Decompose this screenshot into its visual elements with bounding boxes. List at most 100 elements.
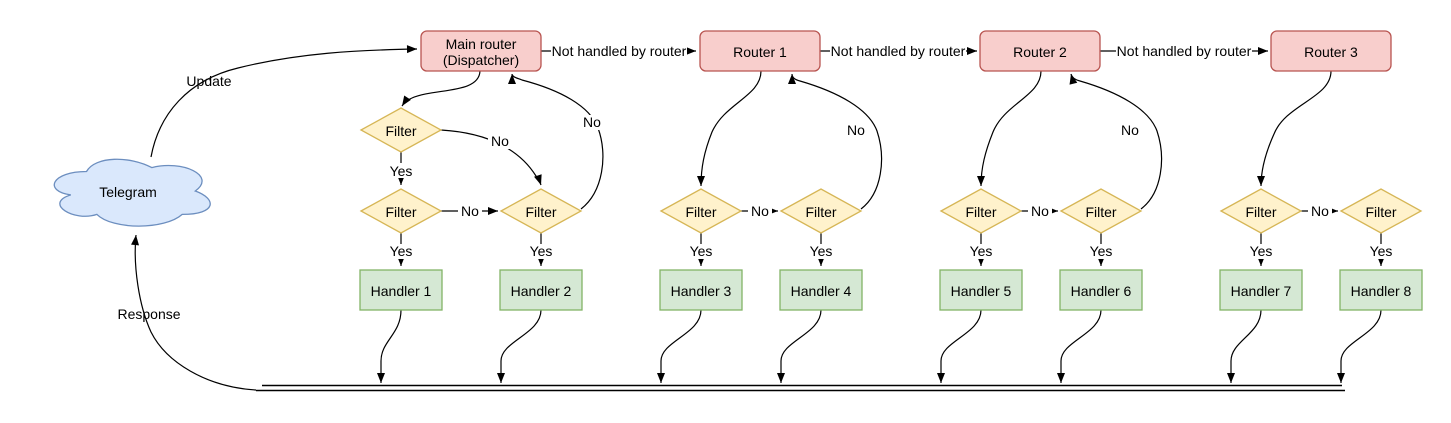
filter-diamond-router1-left (659, 188, 743, 234)
not-handled-text: Not handled by router (552, 43, 687, 59)
router-3-label: Router 3 (1304, 44, 1358, 60)
node-router-1 (699, 30, 821, 72)
handler-5-label: Handler 5 (951, 283, 1012, 299)
node-handler-7 (1219, 269, 1303, 311)
router-1-label: Router 1 (733, 44, 787, 60)
handler-4-label: Handler 4 (791, 283, 852, 299)
update-edge-label: Update (186, 73, 231, 89)
node-handler-6 (1059, 269, 1143, 311)
edge-handler1-to-bus (377, 309, 402, 383)
yes-text: Yes (970, 243, 993, 259)
yes-label: Yes (1368, 243, 1394, 259)
filter-diamond-dispatcher-left (359, 188, 443, 234)
edge-handler8-to-bus (1337, 309, 1382, 383)
filter-diamond-dispatcher-top (359, 107, 443, 153)
no-text: No (1311, 203, 1329, 219)
yes-label: Yes (688, 243, 714, 259)
yes-text: Yes (530, 243, 553, 259)
edge-router3-to-filter (1257, 70, 1332, 187)
filter-diamond-dispatcher-right (499, 188, 583, 234)
yes-label: Yes (388, 243, 414, 259)
main-router-label-line1: Main router (446, 36, 517, 52)
filter-label: Filter (385, 204, 416, 220)
node-handler-1 (359, 269, 443, 311)
no-text: No (583, 114, 601, 130)
no-label: No (1308, 203, 1332, 219)
edge-handler6-to-bus (1057, 309, 1102, 383)
filter-label: Filter (385, 123, 416, 139)
yes-text: Yes (810, 243, 833, 259)
edge-label-bg (551, 43, 687, 59)
no-label: No (844, 122, 868, 138)
yes-label: Yes (388, 163, 414, 179)
no-text: No (751, 203, 769, 219)
handler-7-label: Handler 7 (1231, 283, 1292, 299)
node-router-2 (979, 30, 1101, 72)
edge-handler2-to-bus (497, 309, 542, 383)
filter-label: Filter (805, 204, 836, 220)
yes-text: Yes (390, 243, 413, 259)
yes-text: Yes (690, 243, 713, 259)
handler-6-label: Handler 6 (1071, 283, 1132, 299)
node-handler-4 (779, 269, 863, 311)
filter-label: Filter (965, 204, 996, 220)
no-label: No (458, 203, 482, 219)
yes-text: Yes (390, 163, 413, 179)
handler-2-label: Handler 2 (511, 283, 572, 299)
edge-filterC-no-to-dispatcher (508, 73, 604, 210)
edge-label-bg (830, 43, 966, 59)
no-text: No (461, 203, 479, 219)
edge-handler4-to-bus (777, 309, 822, 383)
yes-label: Yes (1088, 243, 1114, 259)
filter-diamond-router1-right (779, 188, 863, 234)
main-router-label-line2: (Dispatcher) (443, 52, 519, 68)
filter-diamond-router3-left (1219, 188, 1303, 234)
telegram-label: Telegram (99, 184, 157, 200)
yes-label: Yes (528, 243, 554, 259)
no-text: No (1031, 203, 1049, 219)
response-edge-label: Response (117, 306, 180, 322)
yes-text: Yes (1250, 243, 1273, 259)
edge-filterA-no-to-filterC (440, 129, 542, 186)
edge-handler7-to-bus (1227, 309, 1262, 383)
not-handled-label-3: Not handled by router (1116, 43, 1252, 59)
no-label: No (1028, 203, 1052, 219)
no-label: No (488, 133, 512, 149)
edge-handler3-to-bus (657, 309, 702, 383)
no-text: No (847, 122, 865, 138)
yes-text: Yes (1090, 243, 1113, 259)
router-2-label: Router 2 (1013, 44, 1067, 60)
filter-diamond-router3-right (1339, 188, 1423, 234)
not-handled-label-2: Not handled by router (830, 43, 966, 59)
no-label: No (1118, 122, 1142, 138)
not-handled-text: Not handled by router (831, 43, 966, 59)
node-handler-8 (1339, 269, 1423, 311)
no-label: No (748, 203, 772, 219)
filter-label: Filter (1365, 204, 1396, 220)
filter-label: Filter (525, 204, 556, 220)
node-handler-3 (659, 269, 743, 311)
filter-diamond-router2-right (1059, 188, 1143, 234)
node-main-router (420, 30, 542, 72)
handler-3-label: Handler 3 (671, 283, 732, 299)
edge-dispatcher-to-filter (401, 70, 481, 107)
edge-filter1b-no-to-router1 (788, 73, 883, 210)
edge-router1-to-filter (697, 70, 762, 187)
yes-label: Yes (968, 243, 994, 259)
telegram-cloud (53, 158, 211, 227)
edge-update (150, 45, 418, 158)
no-label: No (580, 114, 604, 130)
node-handler-5 (939, 269, 1023, 311)
edge-response (131, 234, 257, 391)
handler-1-label: Handler 1 (371, 283, 432, 299)
edge-handler5-to-bus (937, 309, 982, 383)
filter-label: Filter (1245, 204, 1276, 220)
no-text: No (1121, 122, 1139, 138)
filter-diamond-router2-left (939, 188, 1023, 234)
filter-label: Filter (685, 204, 716, 220)
not-handled-label-1: Not handled by router (551, 43, 687, 59)
handler-8-label: Handler 8 (1351, 283, 1412, 299)
node-handler-2 (499, 269, 583, 311)
